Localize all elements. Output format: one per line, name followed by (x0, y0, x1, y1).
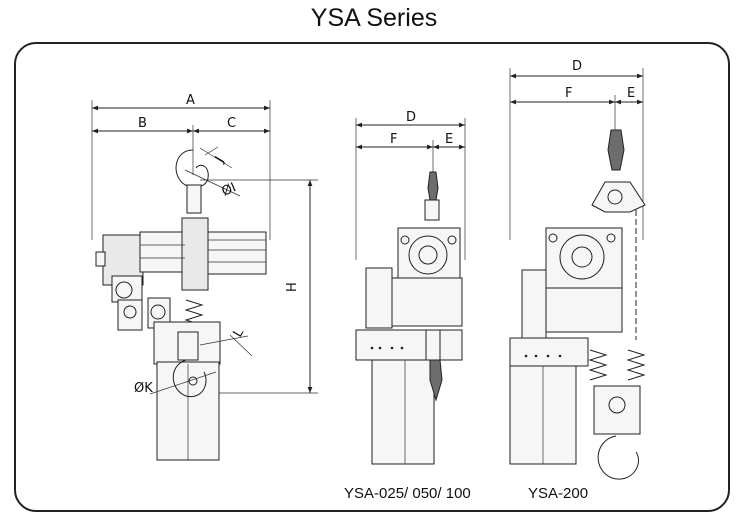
dim-H-label: H (285, 282, 300, 292)
caption-ysa-025-050-100: YSA-025/ 050/ 100 (344, 485, 471, 502)
caption-ysa-200: YSA-200 (528, 485, 588, 502)
dim-K-label: ØK (134, 381, 153, 396)
mid-dim-D-label: D (406, 110, 416, 125)
right-dim-D-label: D (572, 59, 582, 74)
dim-B-label: B (138, 116, 147, 131)
mid-dim-E-label: E (445, 132, 453, 147)
side-view-hoist (91, 100, 318, 461)
dim-A-label: A (186, 93, 195, 108)
page-title: YSA Series (310, 4, 438, 32)
front-view-hoist-large (509, 68, 646, 480)
front-view-hoist-small (355, 118, 466, 465)
dim-J-label: J (212, 154, 227, 166)
drawing-frame (14, 42, 730, 512)
dim-C-label: C (227, 116, 236, 131)
mid-dim-F-label: F (390, 132, 397, 147)
right-dim-E-label: E (627, 86, 635, 101)
dim-I-label: ØI (220, 180, 239, 199)
right-dim-F-label: F (565, 86, 572, 101)
